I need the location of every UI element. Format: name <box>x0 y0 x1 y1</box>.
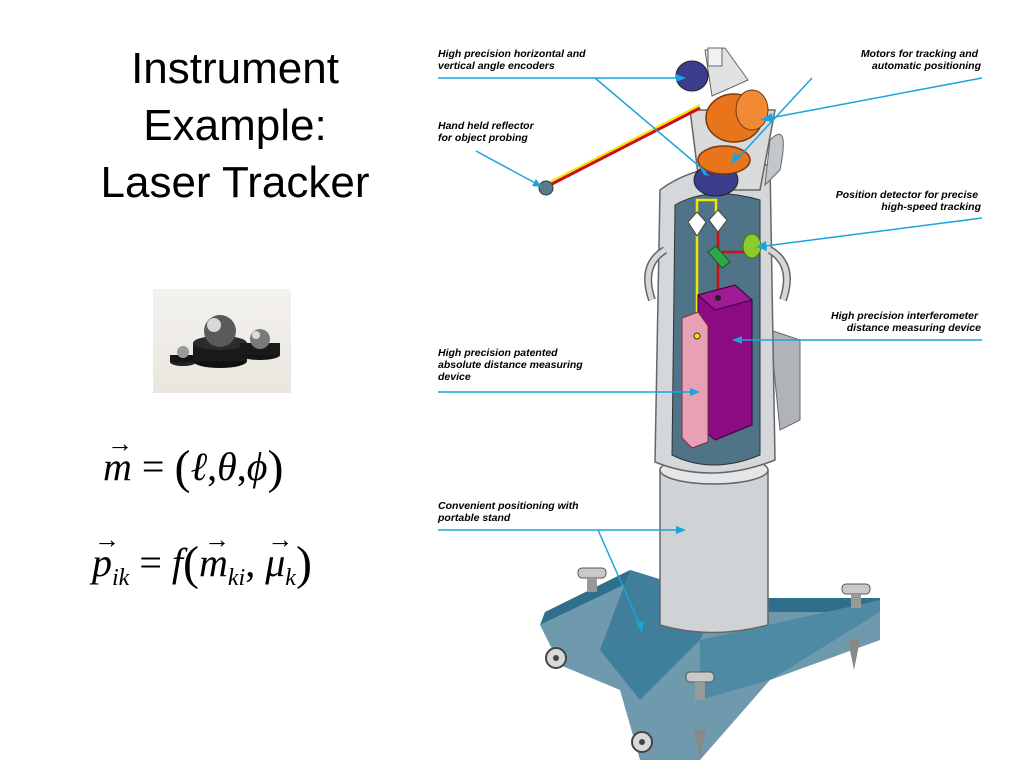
equation-point: → p ik = f(→mki, →μk) <box>92 525 312 591</box>
title-line: Instrument <box>131 44 339 93</box>
title-line: Example: <box>143 101 327 150</box>
eq1-op: = <box>141 444 165 489</box>
laser-beam <box>547 104 750 335</box>
reflector-ball <box>538 180 554 196</box>
label-reflector: Hand held reflector for object probing <box>438 120 537 144</box>
eq2-lhs-sub: ik <box>112 565 130 591</box>
eq2-arg2: μ <box>265 540 286 585</box>
eq2-arg2-sub: k <box>285 565 296 591</box>
eq1-lhs: m <box>103 444 132 489</box>
laser-tracker-diagram: High precision horizontal and vertical a… <box>437 47 983 760</box>
title-line: Laser Tracker <box>100 158 370 207</box>
motors <box>697 89 769 175</box>
portable-stand <box>540 567 880 760</box>
eq2-arg1-sub: ki <box>227 565 246 591</box>
callout-labels: High precision horizontal and vertical a… <box>437 48 982 524</box>
label-encoders: High precision horizontal and vertical a… <box>438 48 589 72</box>
label-stand: Convenient positioning with portable sta… <box>437 500 582 524</box>
eq1-arg: ϕ <box>246 444 268 489</box>
equation-measurement: → m = (ℓ,θ,ϕ) <box>103 429 284 494</box>
eq1-arg: ℓ <box>190 444 208 489</box>
eq2-func: f <box>171 540 184 585</box>
retroreflector-photo <box>153 289 291 393</box>
column <box>659 455 769 634</box>
label-motors: Motors for tracking and automatic positi… <box>861 48 982 72</box>
slide-title: Instrument Example: Laser Tracker <box>60 40 410 211</box>
label-detector: Position detector for precise high-speed… <box>836 189 982 213</box>
eq2-op: = <box>139 540 162 585</box>
label-adm: High precision patented absolute distanc… <box>438 347 586 383</box>
callout-leaders <box>438 74 983 633</box>
eq1-arg: θ <box>217 444 237 489</box>
optics <box>687 209 762 269</box>
eq2-lhs: p <box>92 540 112 585</box>
label-interferometer: High precision interferometer distance m… <box>831 310 981 334</box>
absolute-distance-meter <box>681 311 709 449</box>
eq2-arg1: m <box>199 540 228 585</box>
